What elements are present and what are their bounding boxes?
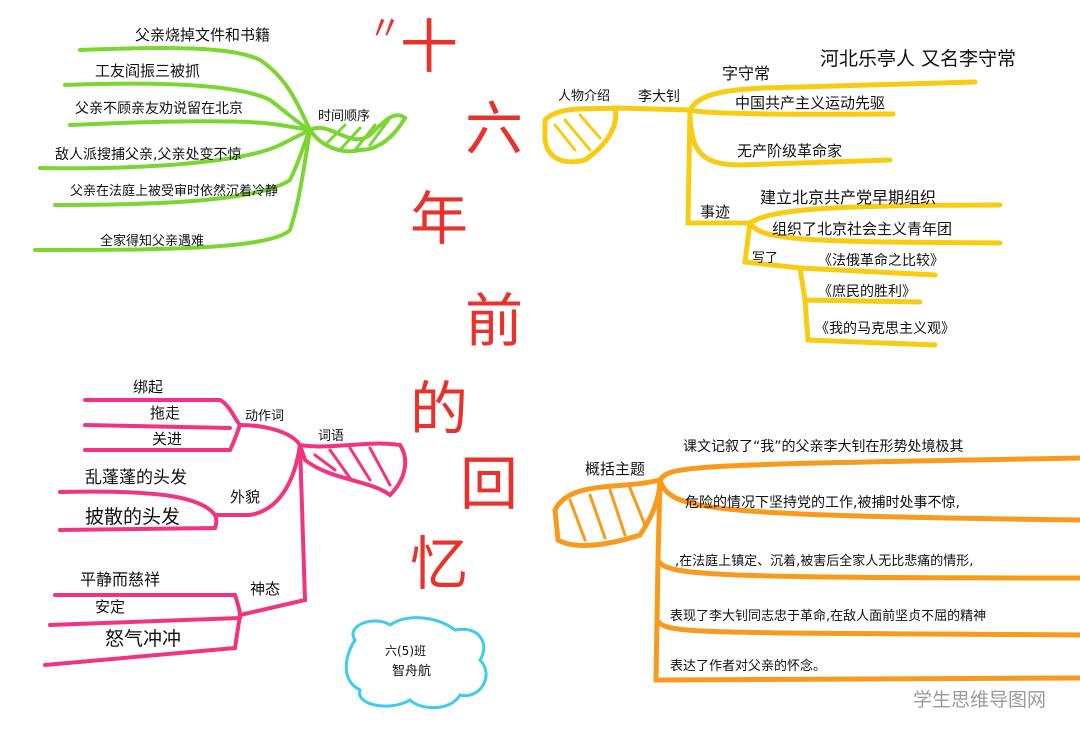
- pink-leaf: 拖走: [150, 404, 181, 422]
- title-char: 回: [460, 450, 519, 518]
- pink-leaf: 绑起: [133, 378, 164, 396]
- title-char: 十: [400, 13, 459, 81]
- signature-name: 智舟航: [392, 664, 432, 679]
- green-leaf: 父亲不顾亲友劝说留在北京: [75, 101, 243, 117]
- pink-group-label: 外貌: [230, 488, 261, 506]
- title-char: 的: [410, 375, 469, 443]
- pink-leaf: 安定: [95, 598, 126, 616]
- yellow-branches: [542, 79, 1003, 348]
- title-char: 六: [465, 95, 524, 163]
- green-leaf: 工友阎振三被抓: [95, 62, 201, 80]
- pink-node-label: 词语: [318, 429, 345, 444]
- pink-group-label: 神态: [250, 580, 281, 598]
- green-node-label: 时间顺序: [318, 109, 371, 124]
- yellow-node-label: 人物介绍: [558, 89, 611, 104]
- orange-node-label: 概括主题: [585, 460, 646, 478]
- courtesy-detail: 河北乐亭人 又名李守常: [820, 48, 1017, 70]
- title-char: 前: [465, 287, 524, 355]
- green-leaf: 父亲烧掉文件和书籍: [135, 26, 271, 44]
- person-name: 李大钊: [638, 89, 680, 105]
- pink-branches: [43, 398, 408, 667]
- orange-branches: [552, 455, 1080, 683]
- pink-leaf: 披散的头发: [85, 506, 181, 528]
- wrote-label: 写了: [752, 251, 779, 266]
- theme-line: 表达了作者对父亲的怀念。: [670, 659, 827, 674]
- deed-item: 建立北京共产党早期组织: [760, 188, 937, 207]
- title-char: 忆: [410, 530, 469, 598]
- watermark: 学生思维导图网: [913, 689, 1047, 711]
- theme-line: 表现了李大钊同志忠于革命,在敌人面前坚贞不屈的精神: [670, 609, 987, 624]
- work-item: 《法俄革命之比较》: [818, 253, 944, 269]
- deed-item: 组织了北京社会主义青年团: [772, 220, 953, 238]
- pink-group-label: 动作词: [245, 409, 285, 424]
- green-leaf: 敌人派搜捕父亲,父亲处变不惊: [55, 147, 242, 163]
- role-item: 无产阶级革命家: [737, 142, 843, 160]
- green-leaf: 父亲在法庭上被受审时依然沉着冷静: [70, 184, 279, 199]
- pink-leaf: 乱蓬蓬的头发: [85, 468, 187, 488]
- work-item: 《庶民的胜利》: [818, 284, 916, 300]
- work-item: 《我的马克思主义观》: [815, 321, 955, 337]
- title-quote-mark: 〃: [368, 9, 402, 49]
- theme-line: ,在法庭上镇定、沉着,被害后全家人无比悲痛的情形,: [675, 554, 974, 569]
- signature-cloud: [344, 616, 488, 710]
- pink-leaf: 关进: [152, 430, 183, 448]
- green-branches: [33, 46, 408, 252]
- theme-line: 课文记叙了“我”的父亲李大钊在形势处境极其: [683, 439, 964, 455]
- role-item: 中国共产主义运动先驱: [735, 94, 886, 112]
- pink-leaf: 怒气冲冲: [105, 628, 182, 650]
- green-leaf: 全家得知父亲遇难: [100, 234, 205, 249]
- pink-leaf: 平静而慈祥: [80, 570, 161, 589]
- deeds-label: 事迹: [700, 203, 731, 221]
- courtesy-name: 字守常: [722, 64, 771, 83]
- title-char: 年: [410, 185, 469, 253]
- theme-line: 危险的情况下坚持党的工作,被捕时处事不惊,: [685, 495, 960, 511]
- signature-class: 六(5)班: [385, 644, 426, 658]
